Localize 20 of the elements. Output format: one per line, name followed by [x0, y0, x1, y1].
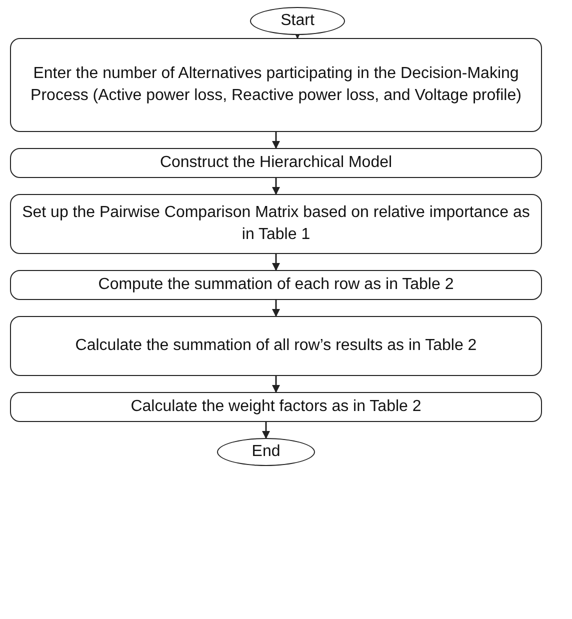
- step-text: Set up the Pairwise Comparison Matrix based on relative importance as in Table 1: [21, 202, 531, 245]
- arrow: [262, 422, 270, 439]
- process-box: [10, 148, 542, 178]
- step-text: End: [252, 442, 280, 462]
- process-box: [10, 270, 542, 300]
- step-text: Construct the Hierarchical Model: [160, 152, 392, 173]
- process-box: [10, 392, 542, 422]
- arrow: [272, 178, 280, 195]
- step-text: Enter the number of Alternatives participating in the Decision-Making Process (Active power loss, Reactive power loss, and Voltage profile): [30, 64, 522, 106]
- arrow: [272, 254, 280, 271]
- process-box: [10, 38, 542, 132]
- step-text: Compute the summation of each row as in Table 2: [98, 274, 454, 295]
- step-text: Start: [280, 10, 314, 31]
- arrow: [272, 132, 280, 149]
- process-box: [10, 194, 542, 254]
- arrow: [272, 300, 280, 317]
- process-box: [10, 316, 542, 376]
- arrow: [272, 376, 280, 393]
- step-text: Calculate the summation of all row’s results as in Table 2: [75, 336, 477, 356]
- step-text: Calculate the weight factors as in Table 2: [130, 396, 422, 417]
